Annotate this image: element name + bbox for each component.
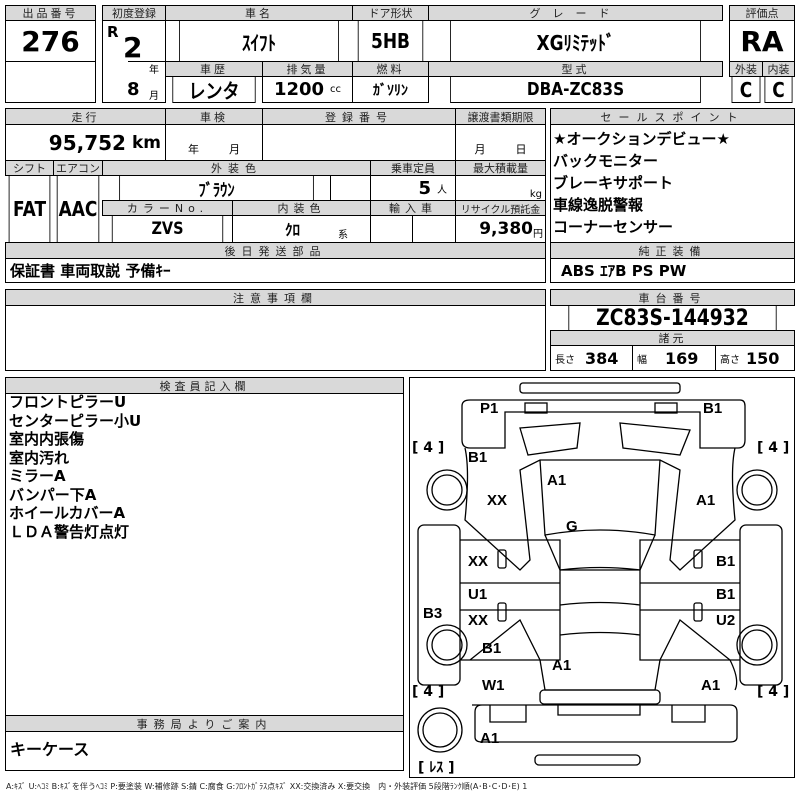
divider	[128, 61, 166, 62]
color-no-label: カラーNo.	[102, 200, 233, 216]
legend: A:ｷｽﾞ U:ﾍｺﾐ B:ｷｽﾞを伴うﾍｺﾐ P:要塗装 W:補修跡 S:錆 …	[6, 782, 528, 791]
import-label: 輸入車	[370, 200, 456, 216]
kei-unit: 系	[338, 229, 348, 241]
ext-score: C	[731, 76, 761, 103]
tire-depth: [ 4 ]	[757, 684, 790, 700]
damage-mark: G	[566, 518, 578, 535]
damage-mark: A1	[552, 657, 572, 674]
car-name: ｽｲﾌﾄ	[179, 20, 339, 62]
cc-unit: cc	[330, 84, 342, 95]
height-label: 高さ	[720, 354, 740, 366]
tire-depth: [ 4 ]	[412, 684, 445, 700]
inspection-label: 車検	[165, 108, 263, 125]
inspector-note: ホイールカバーA	[9, 504, 126, 522]
inspector-note: フロントピラーU	[9, 393, 127, 411]
spec-width: 幅 169	[632, 345, 716, 371]
damage-mark: A1	[701, 677, 721, 694]
transfer-label: 譲渡書類期限	[455, 108, 546, 125]
damage-mark: B1	[716, 553, 736, 570]
notes	[5, 305, 546, 371]
damage-mark: P1	[480, 400, 499, 417]
later-parts: 保証書 車両取説 予備ｷｰ	[5, 258, 546, 283]
kg-unit: kg	[529, 189, 542, 200]
damage-mark: B1	[482, 640, 502, 657]
damage-mark: B1	[703, 400, 723, 417]
damage-mark: B1	[468, 449, 488, 466]
inspector-note: 室内汚れ	[9, 448, 70, 467]
sales-point: 車線逸脱警報	[553, 196, 644, 214]
damage-mark: XX	[468, 612, 489, 629]
mileage-value: 95,752	[48, 130, 126, 155]
reg-year: 2	[123, 31, 143, 64]
width-label: 幅	[637, 354, 647, 366]
sales-point: ブレーキサポート	[553, 174, 674, 192]
reg-month: 8	[127, 79, 140, 100]
damage-mark: A1	[696, 492, 716, 509]
displacement: 1200 cc	[262, 76, 353, 103]
sales-point: ★オークションデビュー★	[553, 130, 730, 148]
spec-height: 高さ 150	[715, 345, 795, 371]
width-value: 169	[665, 348, 699, 368]
year-unit: 年	[149, 65, 159, 76]
height-value: 150	[746, 348, 780, 368]
history: レンタ	[172, 76, 256, 103]
fuel-label: 燃料	[352, 61, 429, 77]
inspector-note: 室内内張傷	[9, 430, 85, 448]
tire-depth: [ 4 ]	[757, 440, 790, 456]
km-unit: km	[131, 132, 161, 153]
int-score: C	[764, 76, 793, 103]
door-type: 5HB	[357, 20, 424, 62]
inspector-list: フロントピラーU センターピラー小U 室内内張傷 室内汚れ ミラーA バンパー下…	[9, 393, 141, 541]
lot-number: 276	[5, 20, 96, 62]
length-value: 384	[585, 348, 619, 368]
month-unit: 月	[149, 91, 159, 102]
sales-points-list: ★オークションデビュー★ バックモニター ブレーキサポート 車線逸脱警報 コーナ…	[553, 128, 730, 238]
fuel: ｶﾞｿﾘﾝ	[352, 76, 429, 103]
person-unit: 人	[437, 184, 447, 196]
int-score-label: 内装	[762, 61, 795, 77]
office-note: キーケース	[5, 731, 404, 771]
reg-no-label: 登録番号	[262, 108, 456, 125]
inspector-note: ＬＤＡ警告灯点灯	[9, 522, 130, 541]
sales-point: バックモニター	[553, 152, 659, 170]
day-unit: 日	[515, 143, 527, 156]
spare-tire: [ ﾚｽ ]	[418, 760, 455, 776]
damage-mark: A1	[480, 730, 500, 747]
damage-mark: W1	[482, 677, 505, 694]
capacity-value: 5	[418, 177, 431, 199]
lot-blank	[5, 61, 96, 103]
damage-mark: A1	[547, 472, 567, 489]
capacity-label: 乗車定員	[370, 160, 456, 176]
month-unit: 月	[229, 143, 240, 156]
era: R	[107, 23, 119, 41]
damage-diagram	[409, 377, 795, 778]
equipment: ABS ｴｱB PS PW	[550, 258, 795, 283]
displacement-value: 1200	[273, 79, 325, 100]
aircon: AAC	[56, 175, 100, 243]
damage-mark: XX	[487, 492, 508, 509]
damage-mark: XX	[468, 553, 489, 570]
max-load-label: 最大積載量	[455, 160, 546, 176]
office-label: 事務局よりご案内	[5, 715, 404, 732]
year-unit: 年	[188, 143, 199, 156]
recycle-value: 9,380	[479, 219, 533, 239]
month-unit: 月	[474, 143, 486, 156]
mileage-label: 走行	[5, 108, 166, 125]
yen-unit: 円	[533, 228, 543, 240]
inspector-note: ミラーA	[9, 467, 66, 485]
damage-mark: U1	[468, 586, 488, 603]
first-reg-cell: R 2 年 8 月	[102, 20, 166, 103]
tire-depth: [ 4 ]	[412, 440, 445, 456]
damage-mark: B1	[716, 586, 736, 603]
damage-mark: B3	[423, 605, 443, 622]
length-label: 長さ	[555, 354, 575, 366]
spec-length: 長さ 384	[550, 345, 633, 371]
inspector-note: バンパー下A	[9, 485, 97, 504]
sales-point: コーナーセンサー	[553, 218, 674, 236]
model-code: DBA-ZC83S	[450, 76, 701, 103]
damage-mark: U2	[716, 612, 736, 629]
inspector-note: センターピラー小U	[9, 411, 142, 430]
int-color-value: ｸﾛ	[284, 220, 300, 239]
